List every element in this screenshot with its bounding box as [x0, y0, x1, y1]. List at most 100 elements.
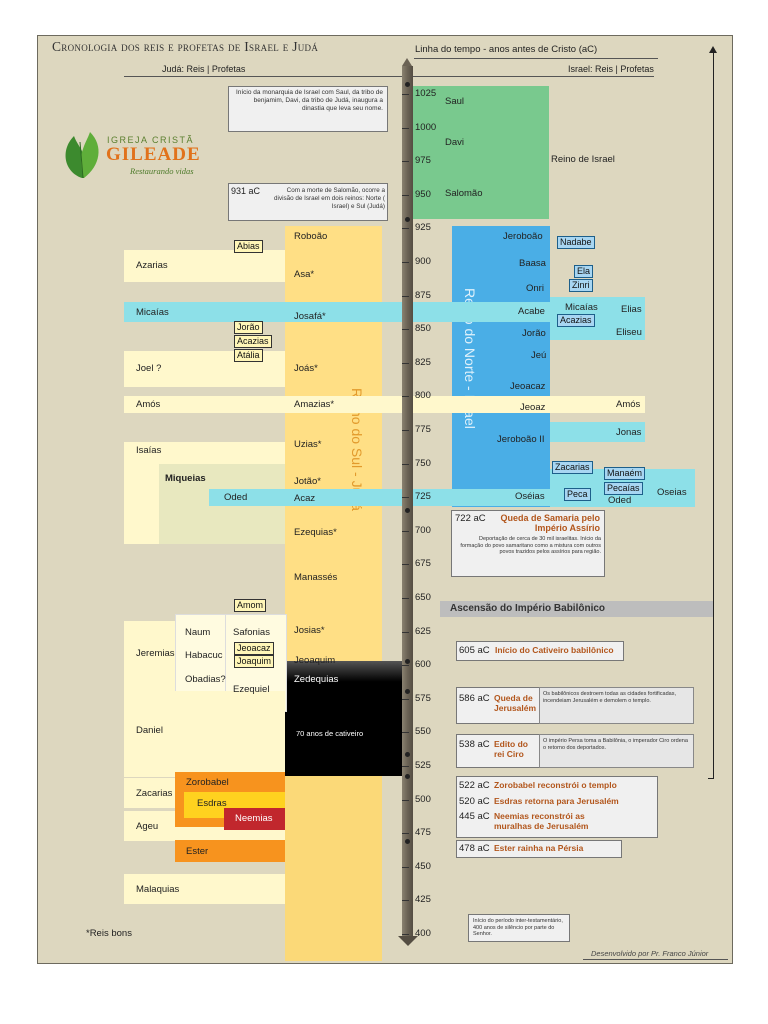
- year-label: 400: [415, 928, 431, 939]
- year-label: 650: [415, 592, 431, 603]
- logo-tagline: Restaurando vidas: [130, 166, 194, 176]
- year-tick: [402, 228, 409, 230]
- prophet-safonias: Safonias: [233, 627, 270, 638]
- credit-rule: [583, 959, 728, 960]
- israel-prophet-elias: Elias: [621, 304, 642, 315]
- year-tick: [402, 665, 409, 667]
- year-tick: [402, 766, 409, 767]
- inter-note: Início do período inter-testamentário, 4…: [468, 914, 570, 942]
- israel-kings-column: [452, 226, 550, 507]
- judah-roboao: Roboão: [294, 231, 328, 242]
- event-marker: [405, 752, 410, 757]
- israel-nadabe: Nadabe: [557, 236, 595, 249]
- prophet-habacuc: Habacuc: [185, 650, 223, 661]
- judah-joas: Joás*: [294, 363, 318, 374]
- king-davi: Davi: [445, 137, 465, 148]
- year-label: 475: [415, 827, 431, 839]
- prophet-joel: Joel ?: [136, 363, 162, 374]
- reino-israel-label: Reino de Israel: [551, 154, 615, 165]
- prophet-naum: Naum: [185, 627, 211, 638]
- credit: Desenvolvido por Pr. Franco Júnior: [591, 949, 709, 958]
- year-tick: [402, 866, 409, 868]
- year-label: 975: [415, 155, 431, 167]
- judah-abias: Abias: [234, 240, 263, 253]
- prophet-isaias: Isaías: [136, 445, 162, 456]
- page-title: Cronologia dos reis e profetas de Israel…: [52, 39, 319, 54]
- prophet-amos: Amós: [136, 399, 161, 410]
- israel-jorao: Jorão: [522, 328, 546, 339]
- prophet-obadias: Obadias?: [185, 674, 226, 685]
- timeline-arrow: [398, 936, 418, 946]
- israel-jeroboao2: Jeroboão II: [497, 434, 545, 445]
- year-tick: [402, 161, 409, 163]
- prophet-ezequiel: Ezequiel: [233, 684, 270, 695]
- year-tick: [402, 430, 409, 431]
- prophet-oded: Oded: [224, 492, 248, 503]
- year-tick: [402, 833, 409, 835]
- event-522: Zorobabel reconstrói o templo: [494, 780, 617, 790]
- year-label: 1000: [415, 121, 437, 133]
- year-tick: [402, 799, 409, 801]
- israel-jeoaz: Jeoaz: [520, 402, 546, 413]
- year-label: 550: [415, 726, 431, 738]
- israel-prophet-oseias: Oseias: [657, 487, 687, 498]
- year-tick: [402, 900, 409, 902]
- israel-acazias: Acazias: [557, 314, 595, 327]
- year-tick: [402, 598, 409, 599]
- samaria-year: 722 aC: [455, 513, 486, 524]
- split-note: 931 aC Com a morte de Salomão, ocorre a …: [228, 183, 388, 221]
- ester-block: [175, 840, 285, 862]
- year-label: 900: [415, 256, 431, 267]
- figure-neemias: Neemias: [235, 813, 273, 824]
- judah-acazias: Acazias: [234, 335, 272, 348]
- event-marker: [405, 689, 410, 694]
- event-marker: [405, 217, 410, 222]
- band-daniel: [124, 691, 285, 777]
- event-marker: [405, 508, 410, 513]
- year-label: 625: [415, 625, 431, 637]
- year-label: 725: [415, 491, 431, 503]
- year-label: 525: [415, 760, 431, 771]
- event-605: Início do Cativeiro babilônico: [495, 645, 614, 655]
- year-label: 500: [415, 793, 431, 805]
- year-605: 605 aC: [459, 645, 490, 656]
- judah-jeoaquim: Jeoaquim: [294, 655, 336, 666]
- year-538: 538 aC: [459, 739, 490, 750]
- captivity-block: [285, 661, 402, 776]
- year-label: 875: [415, 289, 431, 301]
- prophet-ageu: Ageu: [136, 821, 159, 832]
- leaf-icon: [65, 132, 99, 179]
- year-label: 600: [415, 659, 431, 671]
- inter-text: Início do período inter-testamentário, 4…: [473, 918, 563, 937]
- range-bracket: [713, 50, 714, 778]
- band-amos: [124, 396, 645, 413]
- year-478: 478 aC: [459, 843, 490, 854]
- year-label: 675: [415, 558, 431, 570]
- israel-zacarias: Zacarias: [552, 461, 593, 474]
- judah-uzias: Uzias*: [294, 439, 322, 450]
- israel-manaem: Manaém: [604, 467, 646, 480]
- figure-zorobabel: Zorobabel: [186, 777, 229, 788]
- year-tick: [402, 732, 409, 734]
- band-jonas: [550, 422, 645, 442]
- prophet-miqueias: Miqueias: [165, 473, 206, 484]
- band-naum-obadias: [175, 614, 227, 693]
- event-marker: [405, 774, 410, 779]
- israel-ela: Ela: [574, 265, 594, 278]
- judah-amazias: Amazias*: [294, 399, 335, 410]
- year-tick: [402, 396, 409, 398]
- juda-header: Judá: Reis | Profetas: [162, 64, 246, 74]
- figure-ester: Ester: [186, 846, 209, 857]
- year-label: 950: [415, 188, 431, 200]
- year-445: 445 aC: [459, 811, 490, 822]
- split-text: Com a morte de Salomão, ocorre a divisão…: [274, 187, 385, 210]
- israel-jeoacaz: Jeoacaz: [510, 381, 546, 392]
- israel-micaias-label: Micaías: [565, 302, 598, 313]
- israel-prophet-eliseu: Eliseu: [616, 327, 642, 338]
- chronology-poster: Cronologia dos reis e profetas de Israel…: [37, 35, 733, 964]
- judah-jeoacaz: Jeoacaz: [234, 642, 274, 655]
- footnote: *Reis bons: [86, 928, 132, 939]
- year-tick: [402, 127, 409, 129]
- judah-jotao: Jotão*: [294, 476, 321, 487]
- judah-atalia: Atália: [234, 349, 263, 362]
